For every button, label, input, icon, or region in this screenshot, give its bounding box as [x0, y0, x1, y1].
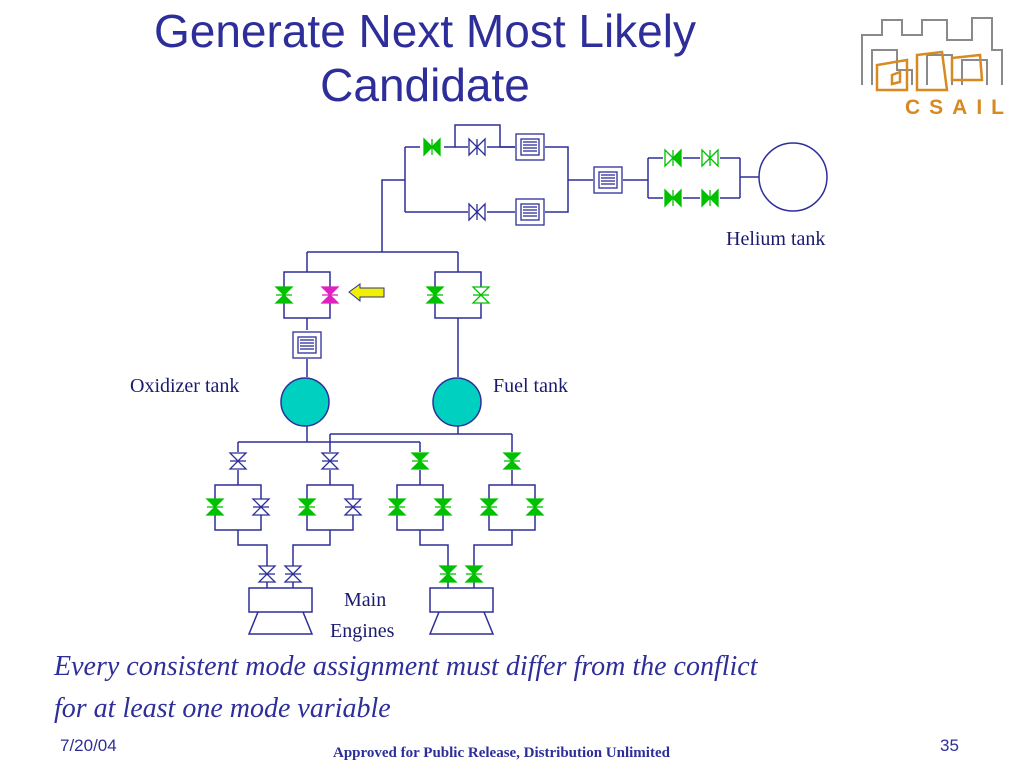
title-line-1: Generate Next Most Likely: [153, 5, 696, 57]
valve-helium-1: [664, 189, 682, 207]
page-number: 35: [940, 736, 959, 755]
valve-dist-1a: [206, 498, 224, 516]
valve-conflict: [321, 286, 339, 304]
valve-fuel-a: [411, 452, 429, 470]
piping: [214, 124, 760, 635]
valve-helium-lower-open: [468, 203, 486, 221]
main-engines-label-1: Main: [344, 589, 386, 611]
main-engines-label-2: Engines: [330, 620, 395, 642]
regulator-oxidizer: [292, 331, 322, 359]
valve-engine-a: [258, 565, 276, 583]
valve-ox-b: [321, 452, 339, 470]
valve-dist-4a: [480, 498, 498, 516]
valve-fuel-b: [503, 452, 521, 470]
footer-date: 7/20/04: [60, 736, 117, 755]
helium-tank-label: Helium tank: [726, 228, 825, 250]
valve-engine-b: [284, 565, 302, 583]
logo-text: CSAIL: [905, 96, 1013, 119]
valve-engine-d: [465, 565, 483, 583]
valve-dist-2a: [298, 498, 316, 516]
valve-dist-3b: [434, 498, 452, 516]
regulator-helium: [593, 166, 623, 194]
note-line-1: Every consistent mode assignment must di…: [54, 651, 758, 682]
valve-dist-3a: [388, 498, 406, 516]
footer-release: Approved for Public Release, Distributio…: [333, 745, 670, 761]
valve-dist-1b: [252, 498, 270, 516]
helium-tank: [758, 142, 828, 212]
fuel-tank: [432, 377, 482, 427]
valve-fuel-open: [472, 286, 490, 304]
valve-ox-left: [275, 286, 293, 304]
valve-engine-c: [439, 565, 457, 583]
regulator-lower: [515, 198, 545, 226]
valve-dist-2b: [344, 498, 362, 516]
valve-helium-2: [701, 189, 719, 207]
valve-fuel-left: [426, 286, 444, 304]
regulator-upper: [515, 133, 545, 161]
conflict-arrow-icon: [348, 283, 385, 303]
note-line-2: for at least one mode variable: [54, 693, 391, 724]
valve-helium-right-open: [701, 149, 719, 167]
valve-helium-upper-open: [468, 138, 486, 156]
title-line-2: Candidate: [320, 59, 530, 111]
slide-title: Generate Next Most Likely Candidate: [100, 4, 750, 112]
valve-dist-4b: [526, 498, 544, 516]
fuel-tank-label: Fuel tank: [493, 375, 568, 397]
csail-logo: [861, 17, 1003, 92]
valve-ox-a: [229, 452, 247, 470]
valve-helium-left-closed: [423, 138, 441, 156]
oxidizer-tank: [280, 377, 330, 427]
oxidizer-tank-label: Oxidizer tank: [130, 375, 239, 397]
